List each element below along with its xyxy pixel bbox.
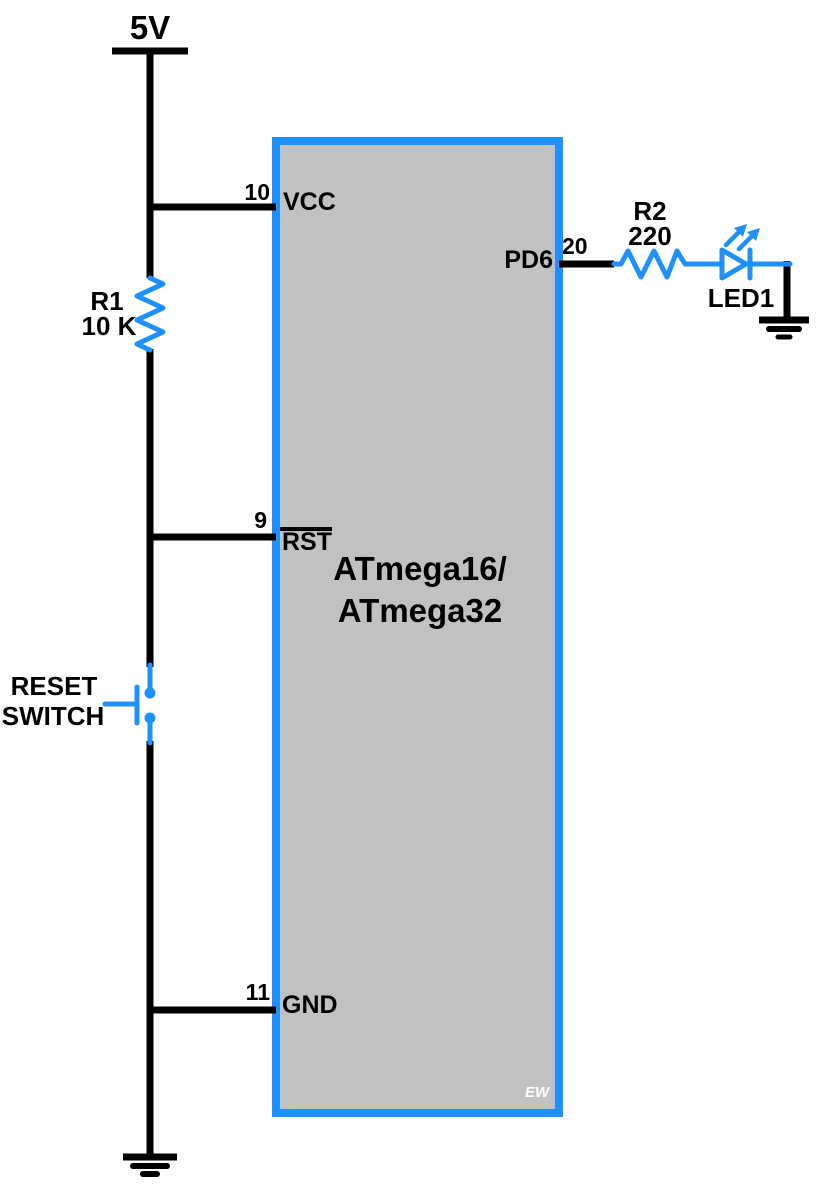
- light-emission-arrows: [723, 230, 754, 252]
- power-label: 5V: [129, 9, 171, 46]
- arrow-head-1: [734, 224, 747, 237]
- ground-symbol-main: [123, 1153, 177, 1177]
- pin-number-20: 20: [562, 233, 588, 259]
- r2-value-label: 220: [628, 221, 672, 251]
- r2-ref-label: R2: [633, 196, 667, 226]
- r2-resistor-symbol: [611, 248, 793, 280]
- r1-value-label: 10 K: [81, 311, 137, 341]
- led-triangle: [719, 247, 749, 281]
- reset-switch-symbol: [102, 662, 153, 746]
- ground-symbol-led: [759, 316, 809, 340]
- ic-title-line1: ATmega16/: [333, 550, 507, 587]
- pin-label-gnd: GND: [282, 991, 338, 1019]
- arrow-shaft-2: [736, 234, 754, 252]
- blue-components: [102, 230, 793, 746]
- pin-number-9: 9: [254, 507, 267, 533]
- r1-ref-label: R1: [90, 286, 124, 316]
- ic-body: [272, 137, 563, 1117]
- led1-ref-label: LED1: [707, 283, 775, 313]
- pin-label-pd6: PD6: [504, 246, 553, 274]
- r1-resistor-symbol: [134, 275, 166, 353]
- reset-switch-label-line2: SWITCH: [1, 701, 105, 731]
- pin-number-10: 10: [244, 179, 270, 205]
- arrow-head-2: [747, 228, 760, 241]
- pin-label-vcc: VCC: [283, 188, 336, 216]
- blue-fills: [144, 224, 760, 724]
- switch-contact-dot-bottom: [144, 712, 156, 724]
- switch-contact-dot-top: [144, 687, 156, 699]
- black-wires: [112, 47, 809, 1177]
- ic-watermark: EW: [525, 1084, 550, 1101]
- ic-title-line2: ATmega32: [337, 592, 503, 629]
- led-symbol: [719, 230, 754, 281]
- reset-switch-label-line1: RESET: [10, 671, 98, 701]
- arrow-shaft-1: [723, 230, 741, 248]
- pin-label-rst: RST: [282, 528, 332, 556]
- pin-number-11: 11: [245, 979, 270, 1005]
